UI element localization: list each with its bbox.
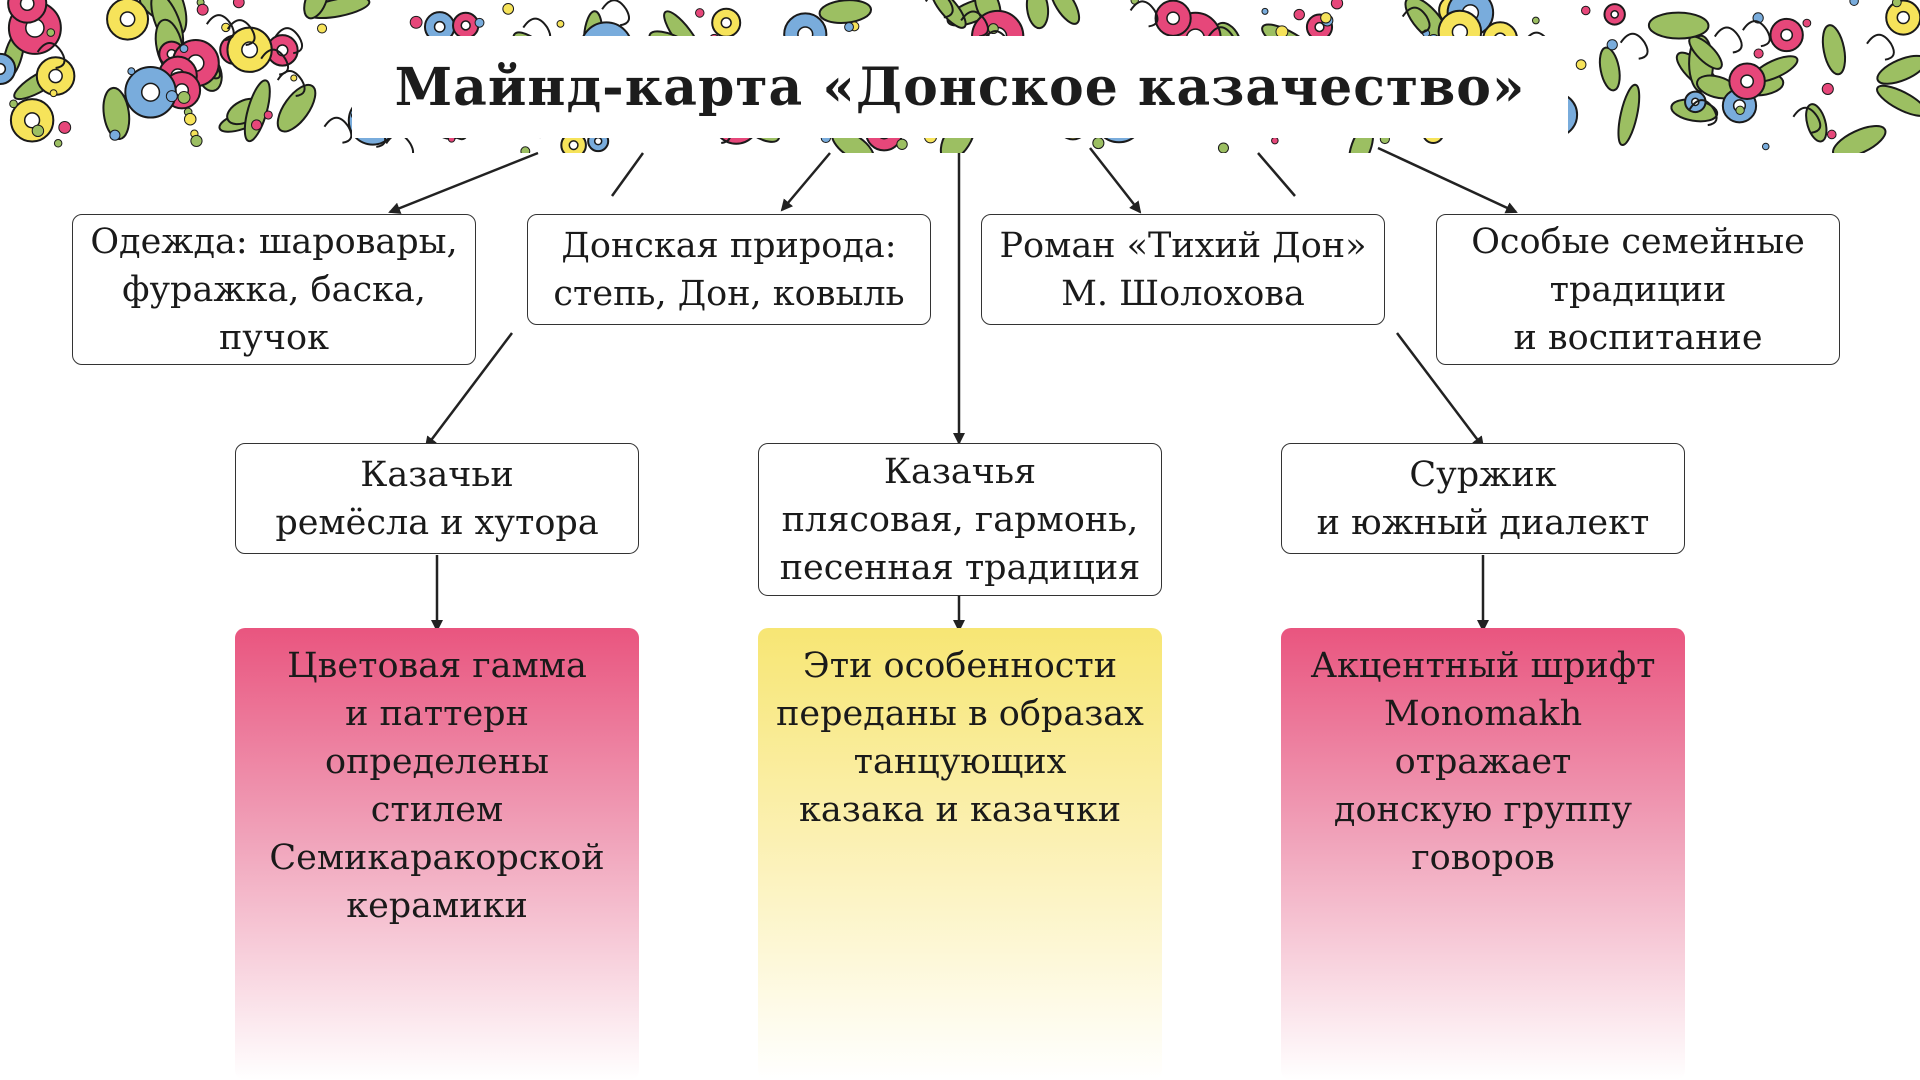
card-ceramics: Цветовая гамма и паттерн определены стил… [235,628,639,1080]
node-family: Особые семейные традиции и воспитание [1436,214,1840,365]
line-decor-left [610,152,645,197]
arrow-to-clothing [388,151,539,214]
card-dancers: Эти особенности переданы в образах танцу… [758,628,1162,1080]
node-dialect: Суржик и южный диалект [1281,443,1685,554]
arrow-to-family [1377,146,1518,214]
node-nature: Донская природа: степь, Дон, ковыль [527,214,931,325]
node-dance: Казачья плясовая, гармонь, песенная трад… [758,443,1162,596]
card-font: Акцентный шрифт Monomakh отражает донску… [1281,628,1685,1080]
title-box: Майнд-карта «Донское казачество» [352,36,1568,138]
arrow-to-nature [780,152,831,212]
arrow-to-novel [1089,147,1142,214]
node-novel: Роман «Тихий Дон» М. Шолохова [981,214,1385,325]
arrow-to-dialect [1396,332,1485,449]
page-title: Майнд-карта «Донское казачество» [394,56,1526,118]
node-clothing: Одежда: шаровары, фуражка, баска, пучок [72,214,476,365]
line-decor-right [1257,152,1296,197]
node-crafts: Казачьи ремёсла и хутора [235,443,639,554]
arrow-to-crafts [424,332,513,449]
